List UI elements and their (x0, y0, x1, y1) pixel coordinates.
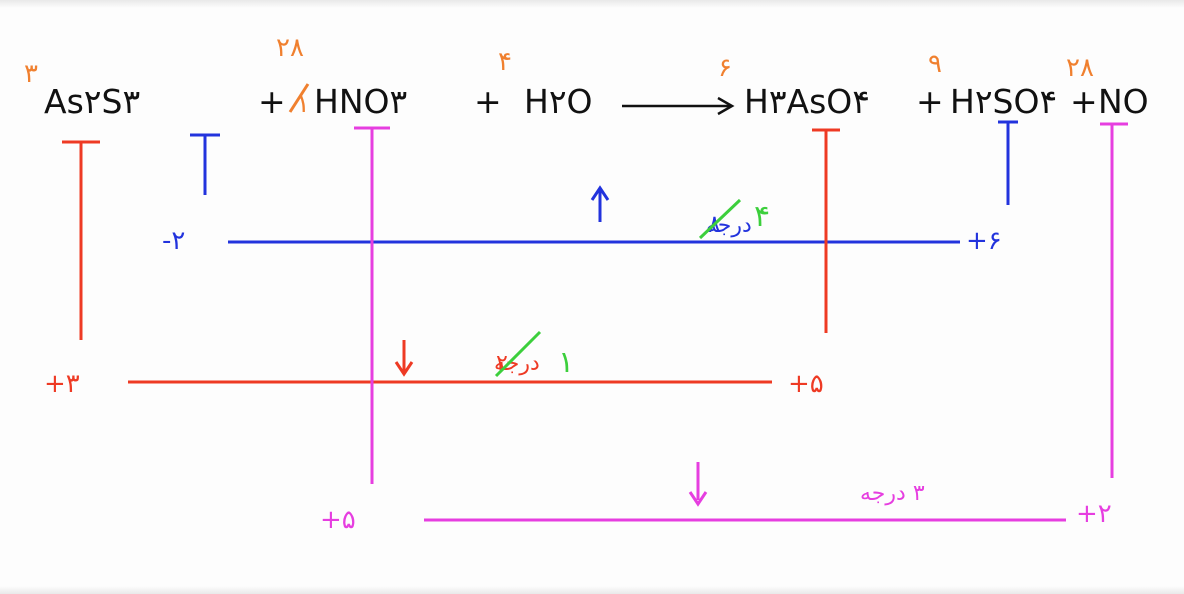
arsenic-from: +۳ (44, 369, 80, 399)
sulfur-new-value: ۴ (754, 199, 770, 234)
product-h2so4: H۲SO۴ (950, 82, 1057, 121)
sulfur-change (190, 120, 1018, 244)
nitrogen-change (354, 122, 1128, 522)
arsenic-change (62, 128, 840, 384)
coef-no: ۲۸ (1066, 53, 1094, 83)
plus-sign: + (258, 82, 286, 121)
reactant-as2s3: As۲S۳ (44, 82, 140, 121)
nitrogen-to: +۲ (1076, 499, 1112, 529)
nitrogen-change-text: ۳ درجه (860, 481, 925, 506)
product-h3aso4: H۳AsO۴ (744, 82, 870, 121)
reactant-hno3: HNO۳ (314, 82, 407, 121)
plus-sign: + (474, 82, 502, 121)
coef-hno3: ۲۸ (276, 33, 304, 63)
sulfur-strike (698, 198, 742, 240)
plus-sign: + (1070, 82, 1098, 121)
sulfur-from: -۲ (162, 226, 185, 256)
coef-h2so4: ۹ (928, 49, 942, 79)
top-shadow (0, 0, 1184, 8)
coef-strike (288, 83, 310, 113)
coef-h3aso4: ۶ (718, 53, 732, 83)
coefficients: ۳ ۱ ۲۸ ۴ ۶ ۹ ۲۸ (24, 33, 1094, 119)
plus-sign: + (916, 82, 944, 121)
equation: As۲S۳ + HNO۳ + H۲O H۳AsO۴ + H۲SO۴ + NO (44, 82, 1149, 121)
nitrogen-from: +۵ (320, 505, 356, 535)
arsenic-old-value: ۲ (496, 351, 508, 376)
coef-as2s3: ۳ (24, 59, 38, 89)
reaction-arrow-head (717, 96, 735, 116)
product-no: NO (1098, 82, 1149, 121)
coef-h2o: ۴ (498, 47, 512, 77)
arsenic-strike (494, 330, 542, 378)
arsenic-to: +۵ (788, 369, 824, 399)
reactant-h2o: H۲O (524, 82, 593, 121)
sulfur-to: +۶ (966, 226, 1002, 256)
arsenic-new-value: ۱ (558, 345, 574, 380)
